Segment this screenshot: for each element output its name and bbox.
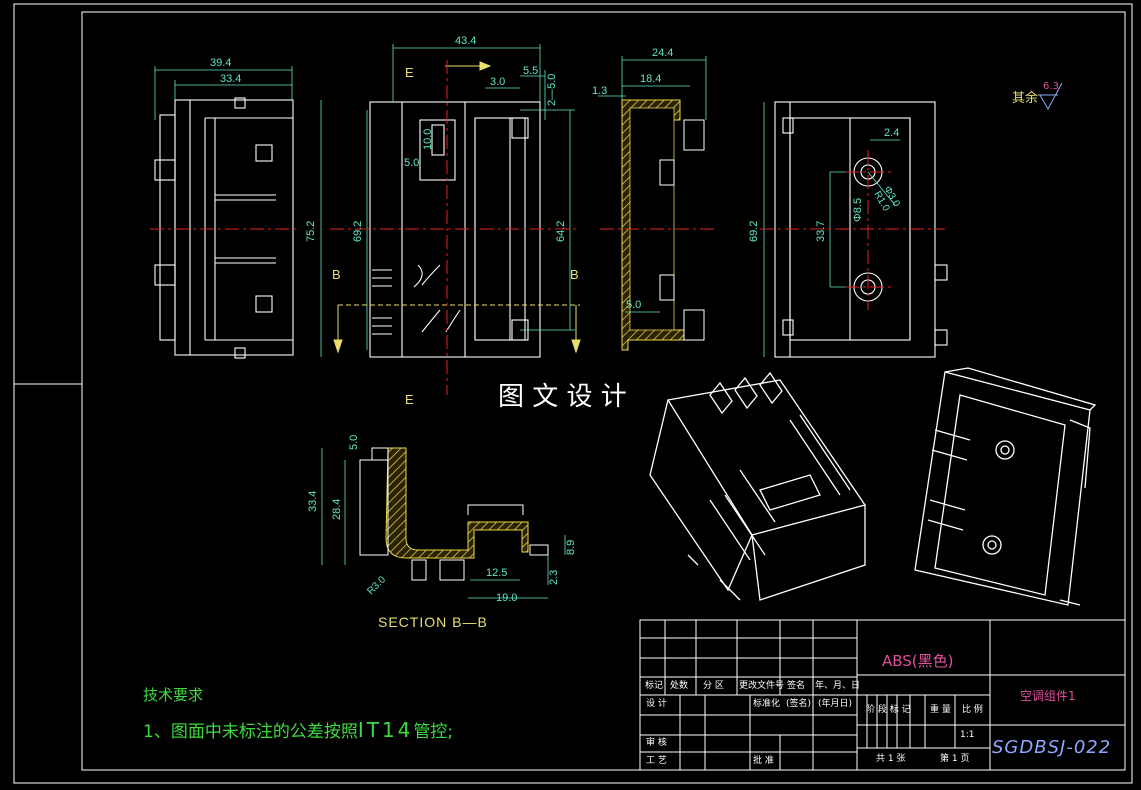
cut-arrows [333, 61, 581, 354]
roughness-symbol [1038, 82, 1063, 111]
dim-s-28-4: 28.4 [331, 498, 343, 520]
roughness-prefix: 其余 [1012, 91, 1039, 106]
view1-dimlines [154, 66, 322, 357]
tb-design: 设 计 [646, 699, 667, 709]
iso-view-2 [914, 367, 1097, 606]
view-mark-e-bottom: E [405, 392, 414, 407]
dim-18-4: 18.4 [640, 73, 662, 85]
dim-5-0-section: 5.0 [626, 299, 642, 311]
tb-scale-label: 比 例 [962, 705, 983, 715]
dim-24-4: 24.4 [652, 47, 674, 59]
view2-dimlines [366, 44, 575, 350]
tb-header-change-doc: 更改文件号 [739, 681, 785, 691]
tech-req-title: 技术要求 [143, 686, 204, 704]
dim-2-4: 2.4 [884, 127, 900, 139]
dim-33-4: 33.4 [220, 73, 242, 85]
drawing-frame [13, 3, 1133, 784]
tb-stage-mark: 阶 段 标 记 [866, 705, 911, 715]
dim-s-2-3: 2.3 [548, 569, 560, 585]
tb-header-zone: 分 区 [703, 681, 724, 691]
title-block [639, 619, 1126, 771]
tb-header-mark: 标记 [645, 681, 664, 691]
tb-sheet-no: 第 1 页 [940, 754, 970, 764]
tb-review: 审 核 [646, 738, 667, 748]
tb-approve: 批 准 [753, 756, 774, 766]
tb-sheets-total: 共 1 张 [876, 754, 906, 764]
section-bb-label: SECTION B—B [378, 614, 488, 630]
dim-5-5: 5.5 [523, 65, 539, 77]
view-mark-b-right: B [570, 267, 579, 282]
dim-39-4: 39.4 [210, 57, 232, 69]
watermark-text: 图 文 设 计 [498, 382, 627, 412]
tb-drawing-no: SGDBSJ-022 [992, 737, 1112, 758]
tech-req-item-1-prefix: 1、图面中未标注的公差按照 [143, 722, 358, 742]
dim-1-3: 1.3 [592, 85, 608, 97]
dim-s-33-4: 33.4 [307, 490, 319, 512]
roughness-value: 6.3 [1043, 81, 1059, 92]
view-left-side [154, 97, 294, 359]
dim-43-4: 43.4 [455, 35, 477, 47]
tb-signature: (签名) [786, 699, 812, 709]
tech-req-item-1-suffix: 管控; [413, 722, 454, 742]
tb-header-count: 处数 [670, 681, 689, 691]
tb-standardize: 标准化 [753, 699, 781, 709]
dim-64-2: 64.2 [555, 220, 567, 242]
tech-req-item-1: 1、图面中未标注的公差按照IT14管控; [143, 720, 453, 741]
tech-req-item-1-grade: IT14 [357, 718, 414, 742]
iso-view-1 [649, 371, 867, 601]
view-mark-b-left: B [332, 267, 341, 282]
tb-header-sign: 签名 [787, 681, 806, 691]
tb-material: ABS(黑色) [882, 652, 954, 670]
dim-s-19-0: 19.0 [496, 592, 518, 604]
view-mark-e-top: E [405, 65, 414, 80]
dim-69-2-rear: 69.2 [748, 220, 760, 242]
dim-s-8-9: 8.9 [565, 539, 577, 555]
dim-s-5-0: 5.0 [348, 434, 360, 450]
view-section-hatched [621, 99, 705, 351]
dim-3-0: 3.0 [490, 76, 506, 88]
dim-phi-8-5: Φ8.5 [852, 197, 864, 222]
dim-2-5-0: 2—5.0 [546, 73, 558, 106]
tb-part-name: 空调组件1 [1020, 689, 1076, 703]
tb-date: (年月日) [818, 699, 853, 709]
tb-process: 工 艺 [646, 756, 667, 766]
section-bb-drawing [321, 447, 566, 599]
dim-5-0-front: 5.0 [404, 157, 420, 169]
centerlines [150, 60, 945, 395]
dim-33-7: 33.7 [815, 220, 827, 242]
tb-scale-value: 1:1 [960, 730, 975, 740]
dim-75-2: 75.2 [305, 220, 317, 242]
dim-69-2-front: 69.2 [352, 220, 364, 242]
tb-weight: 重 量 [930, 705, 951, 715]
dim-s-12-5: 12.5 [486, 567, 508, 579]
tb-header-date: 年、月、日 [815, 681, 861, 691]
dim-10-0: 10.0 [422, 128, 434, 150]
view3-dimlines [598, 56, 707, 313]
